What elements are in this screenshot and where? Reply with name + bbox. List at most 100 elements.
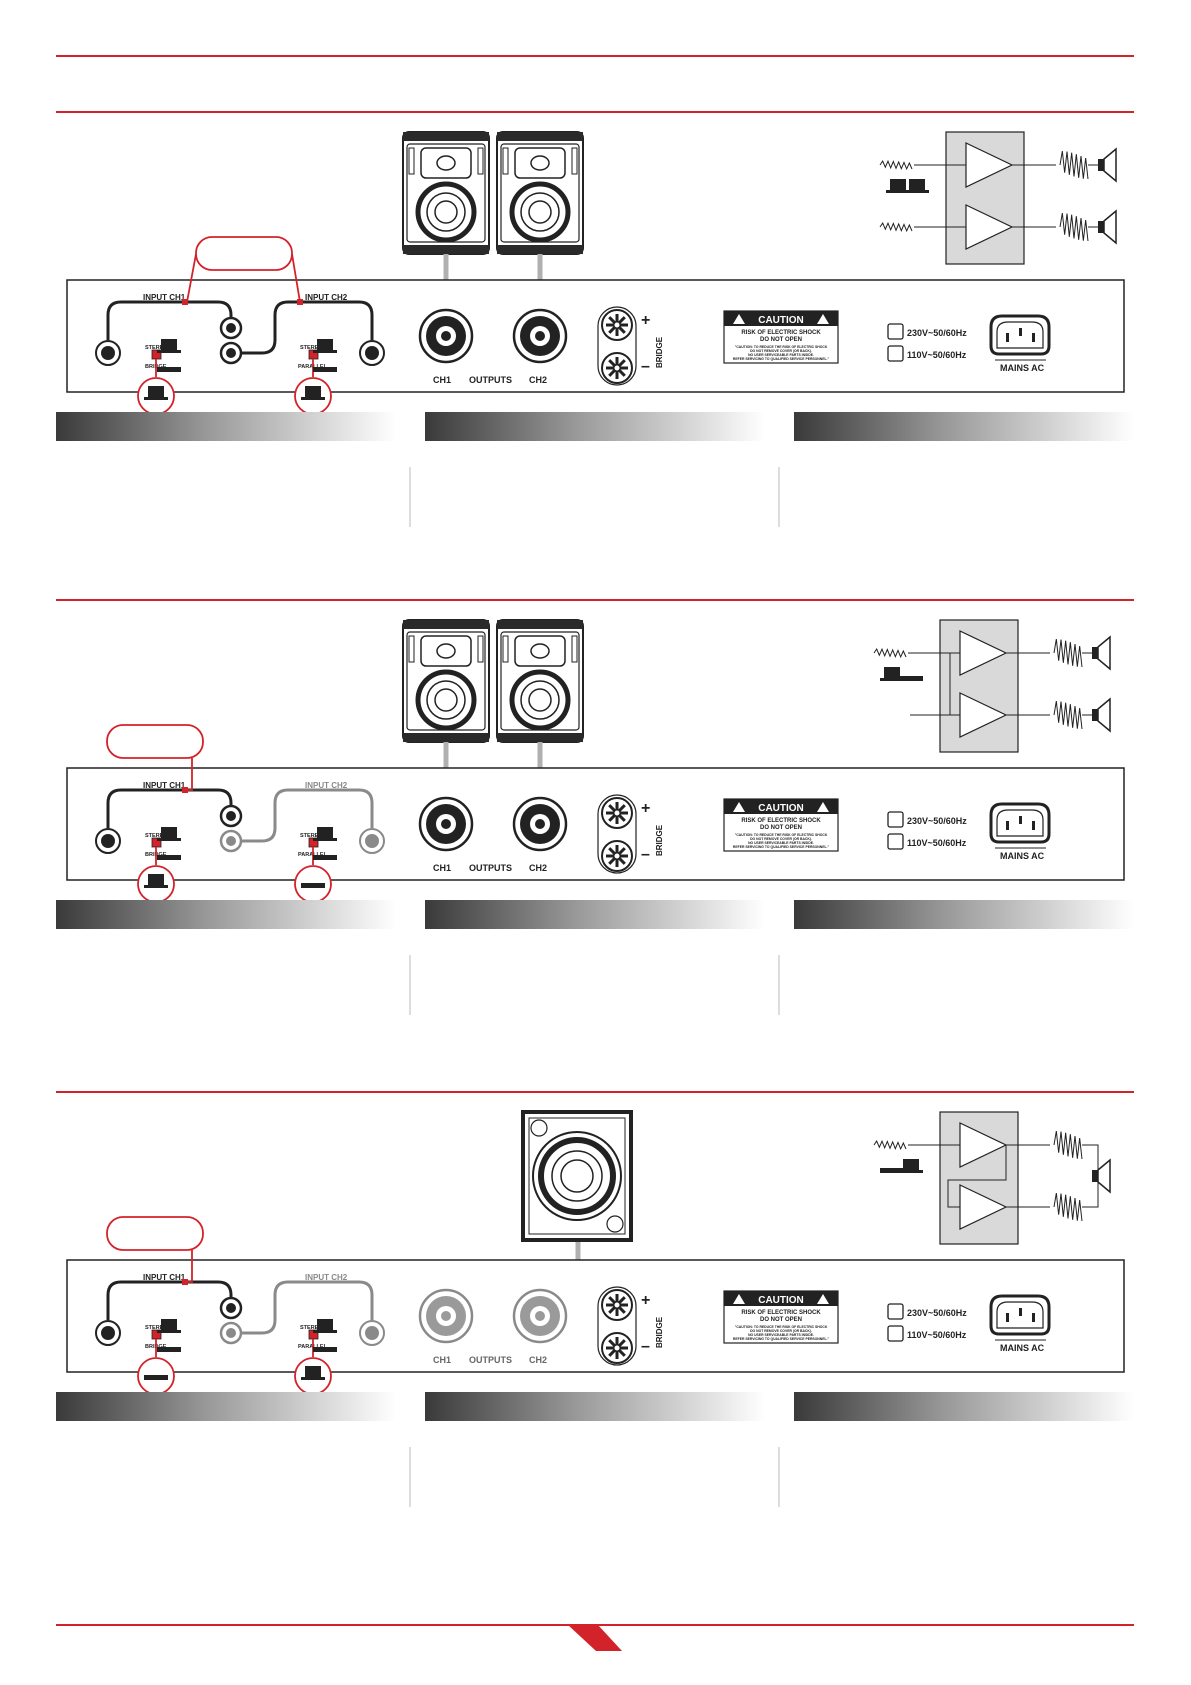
rear-panel	[66, 1259, 1125, 1373]
amp-block-diagram	[879, 131, 1117, 265]
loudspeaker-icon-ch2-cone	[1103, 209, 1117, 245]
label-input-ch1: INPUT CH1	[143, 1273, 186, 1282]
label-plus: +	[641, 1292, 650, 1309]
column-header-bar-3	[794, 1392, 1134, 1421]
callout-marker-ch2	[297, 299, 303, 305]
label-minus: –	[641, 358, 650, 375]
label-voltage-110: 110V~50/60Hz	[907, 1330, 967, 1340]
sub-woofer-cone	[551, 1150, 603, 1202]
label-voltage-110: 110V~50/60Hz	[907, 350, 967, 360]
label-plus: +	[641, 800, 650, 817]
loudspeaker-icon-ch1	[1098, 159, 1104, 171]
label-caution: CAUTION	[758, 1295, 804, 1306]
label-voltage-230: 230V~50/60Hz	[907, 816, 967, 826]
panel-switch1-down-icon	[157, 367, 181, 372]
label-switch-stereo-2: STEREO	[300, 1325, 323, 1331]
woofer-cone	[426, 192, 466, 232]
horn-driver	[436, 643, 456, 659]
sub-woofer-surround	[538, 1137, 616, 1215]
binding-post-plus-hub	[613, 1301, 621, 1309]
woofer-surround	[509, 669, 571, 731]
loudspeaker-icon-ch1-cone	[1103, 147, 1117, 183]
cabinet-port-right	[571, 635, 578, 663]
input-ch2-link	[231, 1280, 374, 1335]
output-signal-ch2	[1059, 213, 1089, 242]
input-signal-ch1	[879, 159, 913, 171]
output-signal-ch1	[1059, 151, 1089, 180]
label-switch-stereo-1: STEREO	[145, 833, 168, 839]
output-signal-ch1	[1053, 1131, 1083, 1160]
mini-switch2-icon	[903, 1159, 919, 1170]
binding-post-minus-hub	[613, 852, 621, 860]
cabinet-bottom-band	[403, 733, 489, 742]
label-outputs: OUTPUTS	[469, 1355, 512, 1365]
caution-title-bar	[724, 1291, 838, 1306]
label-caution-small3: NO USER SERVICEABLE PARTS INSIDE.	[748, 353, 814, 357]
input-signal-ch1	[873, 647, 907, 659]
label-outputs: OUTPUTS	[469, 863, 512, 873]
mains-pin-earth	[1019, 816, 1022, 824]
woofer-dustcap	[434, 200, 458, 224]
callout-leader-ch1	[186, 253, 197, 303]
input-ch1-link	[106, 300, 233, 340]
woofer-surround	[415, 181, 477, 243]
input-ch2-link	[231, 300, 374, 355]
loudspeaker-icon	[1092, 1170, 1098, 1182]
label-caution-line1: RISK OF ELECTRIC SHOCK	[741, 330, 821, 336]
cabinet-bottom-band	[497, 733, 583, 742]
input-signal-ch1	[873, 1139, 907, 1151]
woofer-surround	[415, 669, 477, 731]
mains-pin-live	[1006, 821, 1009, 830]
column-header-bar-2	[425, 1392, 765, 1421]
rear-panel	[66, 767, 1125, 881]
caution-title-bar	[724, 311, 838, 326]
cabinet-port-right	[571, 147, 578, 175]
label-voltage-230: 230V~50/60Hz	[907, 1308, 967, 1318]
woofer-surround	[509, 181, 571, 243]
rca-input-ch2-pin	[226, 836, 236, 846]
label-voltage-230: 230V~50/60Hz	[907, 328, 967, 338]
output-ch2-connector-pin	[535, 1311, 545, 1321]
horn-driver	[530, 155, 550, 171]
panel-switch1-up-icon	[161, 827, 177, 838]
binding-post-minus-hub	[613, 1344, 621, 1352]
label-caution-small2: DO NOT REMOVE COVER (OR BACK).	[750, 1329, 812, 1333]
warning-icon-left	[733, 314, 745, 324]
column-header-bar-1	[56, 1392, 396, 1421]
callout-input-pill	[106, 1216, 204, 1251]
sub-woofer-dustcap	[560, 1159, 594, 1193]
bridge-link	[947, 1145, 1007, 1208]
horn-driver	[530, 643, 550, 659]
sub-woofer-frame	[532, 1131, 622, 1221]
label-switch-stereo-2: STEREO	[300, 833, 323, 839]
mini-switch1-icon-base	[886, 190, 910, 193]
output-signal-ch2	[1053, 701, 1083, 730]
label-caution: CAUTION	[758, 315, 804, 326]
jack-input-ch2-center	[365, 1326, 379, 1340]
label-output-ch1: CH1	[433, 375, 451, 385]
label-caution-line1: RISK OF ELECTRIC SHOCK	[741, 1310, 821, 1316]
label-input-ch2: INPUT CH2	[305, 293, 348, 302]
subwoofer-cabinet	[521, 1110, 633, 1242]
sub-inner	[528, 1117, 626, 1235]
loudspeaker-icon-ch2	[1092, 709, 1098, 721]
input-signal-ch2	[879, 221, 913, 233]
mains-pin-earth	[1019, 1308, 1022, 1316]
speaker-cabinet	[402, 619, 490, 743]
switch2-position-icon	[305, 386, 321, 397]
mains-pin-neutral	[1032, 333, 1035, 342]
column-header-bar-3	[794, 412, 1134, 441]
horn	[514, 147, 566, 179]
woofer-cone	[520, 192, 560, 232]
label-bridge: BRIDGE	[655, 1316, 664, 1348]
footer-tab	[568, 1625, 622, 1651]
label-output-ch2: CH2	[529, 863, 547, 873]
callout-leader-ch2	[291, 253, 301, 303]
cabinet-port-left	[408, 147, 415, 175]
voltage-110-checkbox	[887, 833, 904, 850]
callout-input-pill	[106, 724, 204, 759]
horn	[420, 635, 472, 667]
mini-switch2-icon-base	[905, 190, 929, 193]
label-caution-line2: DO NOT OPEN	[760, 1317, 802, 1323]
woofer-cone	[520, 680, 560, 720]
